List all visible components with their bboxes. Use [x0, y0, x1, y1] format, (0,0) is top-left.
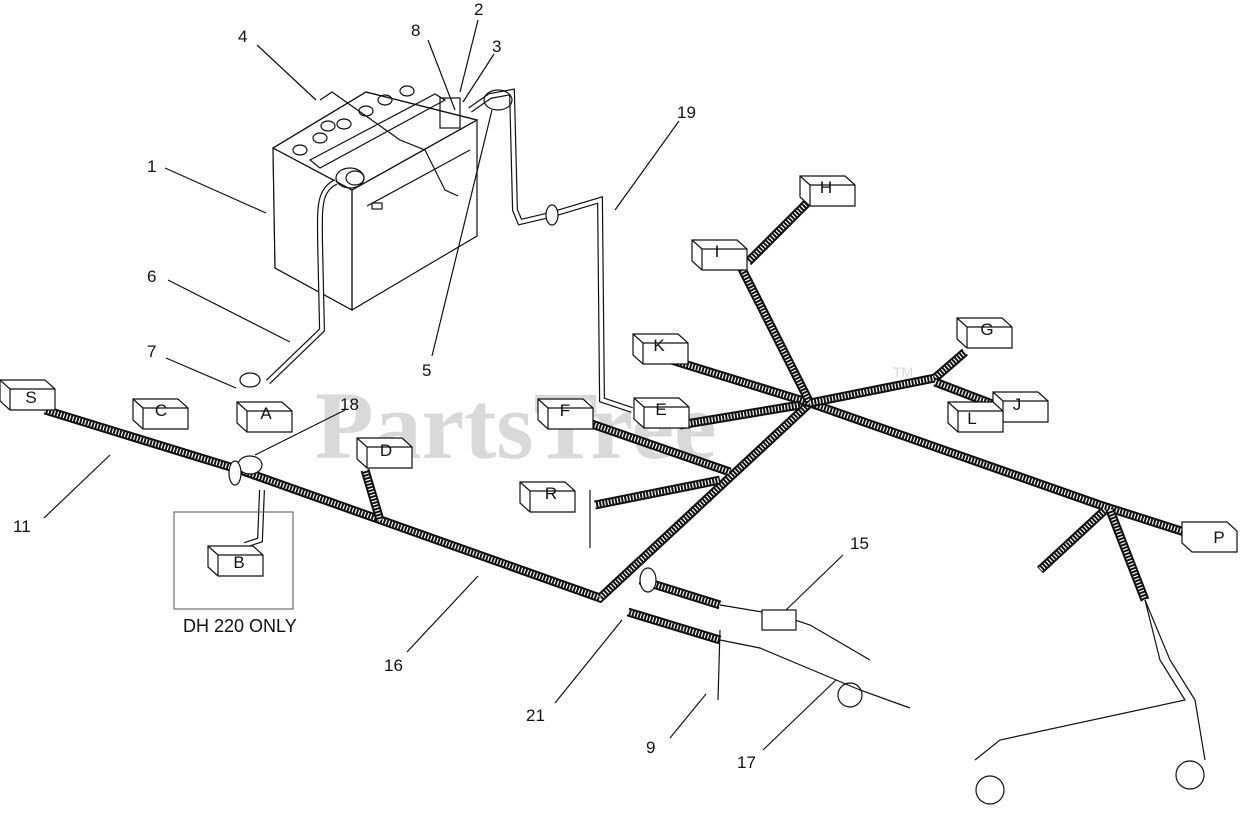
connector-d: D [356, 437, 413, 469]
callout-numbers: 1 2 3 4 5 6 7 8 9 11 15 16 17 18 19 21 [13, 0, 869, 772]
connector-a: A [236, 401, 293, 433]
callout-5: 5 [422, 361, 431, 380]
callout-8: 8 [411, 21, 420, 40]
connector-l-label: L [967, 409, 976, 428]
main-harness [43, 196, 1202, 645]
connector-c-label: C [155, 401, 167, 420]
leader-lines [43, 19, 844, 751]
connector-j-label: J [1013, 395, 1022, 414]
connector-k: K [632, 333, 689, 365]
connector-g-label: G [980, 320, 993, 339]
connector-i-label: I [715, 242, 720, 261]
callout-7: 7 [147, 342, 156, 361]
callout-21: 21 [526, 706, 545, 725]
connector-k-label: K [653, 336, 665, 355]
connectors: A B C D E F [0, 175, 1238, 577]
callout-4: 4 [238, 27, 247, 46]
connector-b: B [207, 545, 264, 577]
dh220-note: DH 220 ONLY [183, 616, 297, 636]
callout-18: 18 [340, 395, 359, 414]
callout-9: 9 [646, 738, 655, 757]
connector-l: L [947, 401, 1004, 433]
callout-3: 3 [492, 37, 501, 56]
watermark-trademark: TM [893, 364, 913, 380]
callout-19: 19 [677, 103, 696, 122]
callout-2: 2 [474, 0, 483, 19]
connector-d-label: D [380, 441, 392, 460]
dh220-inset: DH 220 ONLY [173, 511, 297, 636]
connector-f: F [537, 398, 594, 430]
thin-leads [589, 490, 1206, 805]
connector-i: I [691, 239, 748, 271]
connector-r-label: R [545, 484, 557, 503]
connector-b-label: B [233, 553, 244, 572]
callout-17: 17 [737, 753, 756, 772]
connector-p-label: P [1213, 528, 1224, 547]
callout-11: 11 [13, 517, 31, 536]
battery [272, 85, 479, 312]
callout-1: 1 [147, 157, 156, 176]
callout-6: 6 [147, 267, 156, 286]
connector-e: E [633, 397, 690, 429]
battery-cables [239, 88, 633, 413]
grommets [228, 455, 657, 593]
callout-15: 15 [850, 534, 869, 553]
callout-16: 16 [384, 656, 403, 675]
connector-s: S [0, 379, 56, 411]
connector-p: P [1181, 521, 1238, 553]
connector-e-label: E [655, 400, 666, 419]
connector-h: H [799, 175, 856, 207]
connector-c: C [132, 398, 189, 430]
connector-g: G [956, 317, 1013, 349]
connector-f-label: F [560, 401, 570, 420]
connector-a-label: A [260, 404, 272, 423]
connector-h-label: H [820, 178, 832, 197]
connector-r: R [519, 481, 576, 513]
connector-s-label: S [25, 388, 36, 407]
